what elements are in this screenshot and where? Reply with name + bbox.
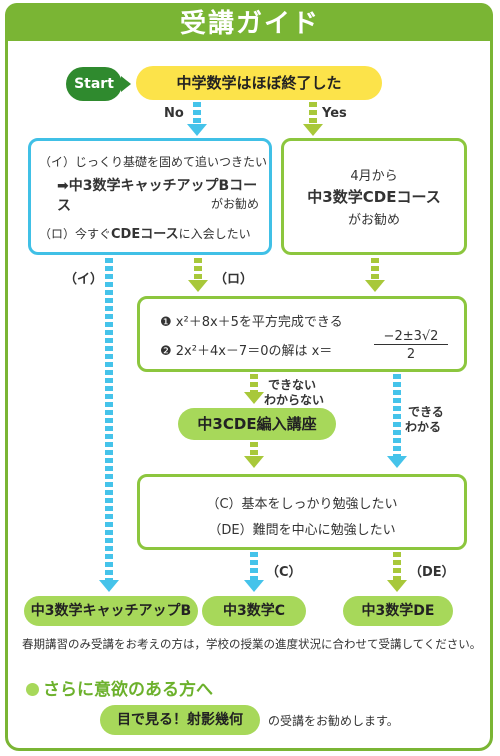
check-item-1: ❶ x²＋8x＋5を平方完成できる	[160, 315, 343, 330]
c-connector	[250, 552, 258, 580]
title-bar	[5, 3, 493, 41]
yes-branch-box: 4月から 中3数学CDEコース がお勧め	[281, 138, 467, 255]
check-item-2: ❷ 2x²＋4x－7＝0の解は x＝	[160, 344, 333, 359]
yes-label: Yes	[322, 106, 347, 121]
can-label: できる	[408, 405, 444, 419]
yes-down-arrow-icon	[365, 280, 385, 292]
cde-intro-course: 中3CDE編入講座	[178, 408, 336, 440]
branch-i-label: （イ）	[64, 272, 104, 287]
intro-connector	[250, 442, 258, 456]
branch-i-connector	[105, 258, 113, 580]
result-c-course: 中3数学C	[202, 596, 306, 626]
dont-understand-label: わからない	[264, 393, 325, 407]
no-arrow-icon	[187, 124, 207, 136]
branch-de-label: （DE）	[409, 565, 455, 580]
choice-c-text: （C）基本をしっかり勉強したい	[206, 497, 398, 512]
solution-denominator: 2	[406, 347, 416, 362]
cannot-arrow-icon	[244, 392, 264, 404]
understand-label: わかる	[405, 420, 442, 434]
cde-recommend: 中3数学CDEコース	[307, 188, 441, 206]
choice-de-text: （DE）難問を中心に勉強したい	[208, 523, 396, 538]
extra-recommend-text: の受講をお勧めします。	[268, 714, 399, 728]
page-title: 受講ガイド	[179, 9, 320, 39]
solution-numerator: −2±3√2	[374, 329, 448, 345]
yes-arrow-icon	[303, 124, 323, 136]
branch-c-label: （C）	[266, 565, 302, 580]
extra-course: 目で見る！射影幾何	[100, 705, 260, 735]
cde-recommend-tail: がお勧め	[347, 213, 400, 228]
start-arrow-icon	[121, 76, 131, 92]
branch-ro-connector	[194, 258, 202, 280]
yes-down-connector	[371, 258, 379, 280]
branch-ro-label: （ロ）	[214, 272, 254, 287]
c-arrow-icon	[244, 580, 264, 592]
de-arrow-icon	[387, 580, 407, 592]
cannot-connector	[250, 374, 258, 392]
catchup-recommend: ➡中3数学キャッチアップBコース	[57, 178, 258, 214]
no-connector	[193, 102, 201, 124]
choice-box: （C）基本をしっかり勉強したい （DE）難問を中心に勉強したい	[137, 474, 467, 550]
self-check-box: ❶ x²＋8x＋5を平方完成できる ❷ 2x²＋4x－7＝0の解は x＝ −2±…	[137, 296, 467, 372]
branch-i-arrow-icon	[99, 580, 119, 592]
intro-arrow-icon	[244, 456, 264, 468]
can-connector	[393, 374, 401, 456]
no-label: No	[164, 106, 184, 121]
option-ro-text: （ロ）今すぐCDEコースに入会したい	[39, 227, 251, 242]
result-de-course: 中3数学DE	[343, 596, 453, 626]
guide-frame	[5, 3, 493, 751]
cannot-label: できない	[268, 378, 317, 392]
branch-ro-arrow-icon	[188, 280, 208, 292]
can-arrow-icon	[387, 456, 407, 468]
catchup-recommend-tail: がお勧め	[211, 197, 260, 211]
spring-course-note: 春期講習のみ受講をお考えの方は，学校の授業の進度状況に合わせて受講してください。	[22, 637, 482, 651]
yes-connector	[309, 102, 317, 124]
de-connector	[393, 552, 401, 580]
option-i-text: （イ）じっくり基礎を固めて追いつきたい	[39, 155, 268, 169]
result-catchup-course: 中3数学キャッチアップB	[24, 596, 198, 626]
bullet-dot-icon	[26, 683, 39, 696]
april-text: 4月から	[350, 169, 398, 184]
start-badge: Start	[66, 67, 122, 101]
extra-heading: さらに意欲のある方へ	[26, 675, 213, 700]
no-branch-box: （イ）じっくり基礎を固めて追いつきたい ➡中3数学キャッチアップBコース がお勧…	[28, 138, 272, 255]
question-pill: 中学数学はほぼ終了した	[136, 66, 382, 100]
